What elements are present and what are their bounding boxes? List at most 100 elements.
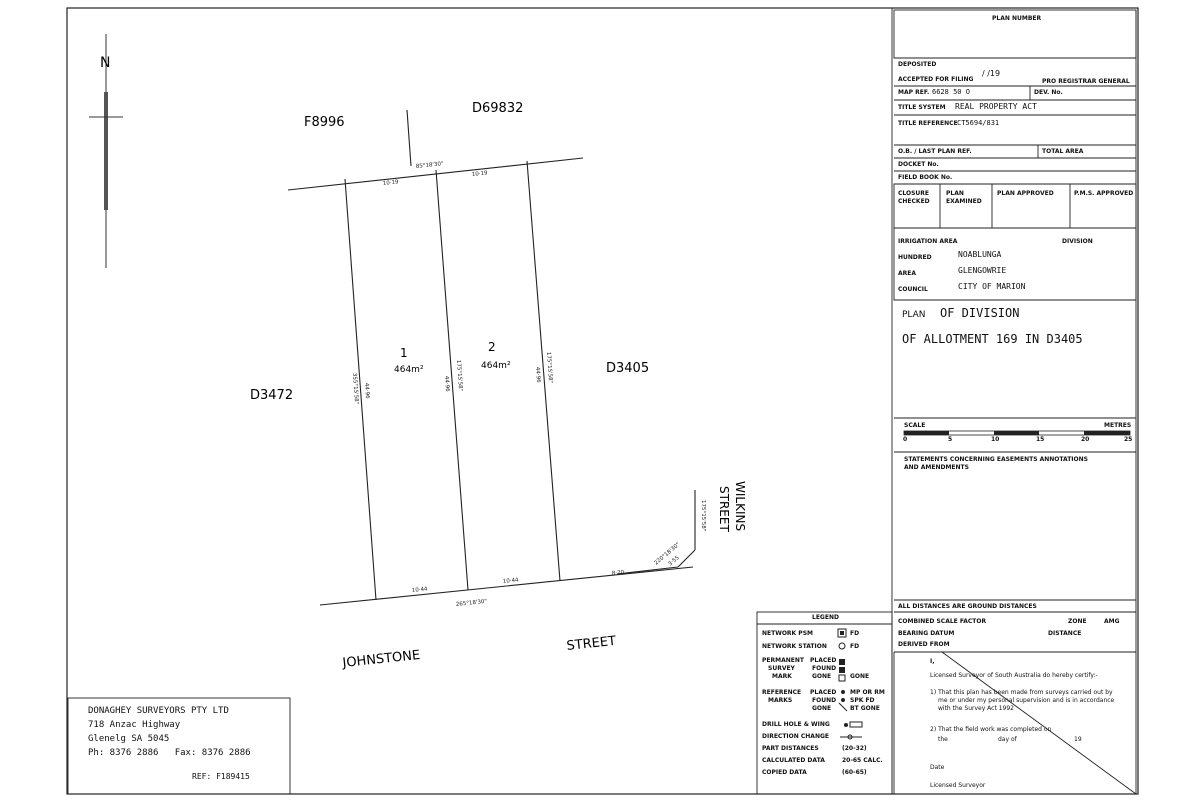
scale-tick-20: 20 — [1081, 436, 1090, 443]
street-wilkins-suffix: STREET — [717, 486, 731, 532]
legend-found: FOUND — [812, 665, 837, 672]
legend-part-distances: PART DISTANCES — [762, 745, 819, 752]
legend-calculated-data-code: 20-65 CALC. — [842, 757, 883, 764]
scale-label: SCALE — [904, 422, 926, 429]
pms-approved-label: P.M.S. APPROVED — [1074, 190, 1134, 197]
distance-label: DISTANCE — [1048, 630, 1082, 637]
scale-tick-10: 10 — [991, 436, 1000, 443]
closure-checked-label-1: CLOSURE — [898, 190, 930, 197]
side-1-length: 44·96 — [363, 383, 370, 400]
lot-1-number: 1 — [400, 346, 408, 360]
legend-ref-found: FOUND — [812, 697, 837, 704]
total-area-label: TOTAL AREA — [1042, 148, 1084, 155]
side-2-bearing: 175°15'58" — [455, 360, 463, 392]
bottom-right-distance: 10·44 — [503, 577, 520, 585]
lot-1-area: 464m² — [394, 365, 424, 375]
north-arrow-icon: N — [89, 34, 123, 268]
zone-label: ZONE — [1068, 618, 1087, 625]
statements-label-2: AND AMENDMENTS — [904, 464, 969, 471]
bearing-datum-label: BEARING DATUM — [898, 630, 955, 637]
irrigation-area-label: IRRIGATION AREA — [898, 238, 958, 245]
legend-permanent-3: MARK — [772, 673, 792, 680]
legend-network-psm-code: FD — [850, 630, 860, 637]
sheet-border — [66, 7, 1139, 795]
bottom-end-distance: 8·70 — [612, 570, 625, 577]
bottom-bearing: 265°18'30" — [456, 599, 488, 608]
lot-2-area: 464m² — [481, 361, 511, 371]
plan-approved-label: PLAN APPROVED — [997, 190, 1054, 197]
legend-ref-found-code: SPK FD — [850, 697, 875, 704]
title-system-value: REAL PROPERTY ACT — [955, 102, 1037, 111]
bottom-left-distance: 10·44 — [412, 586, 429, 594]
surveyor-name: DONAGHEY SURVEYORS PTY LTD — [88, 706, 229, 716]
surveyor-ref: REF: F189415 — [192, 772, 250, 781]
certificate-2b-the: the — [938, 736, 948, 743]
scale-tick-15: 15 — [1036, 436, 1045, 443]
legend-ref-gone-code: BT GONE — [850, 705, 880, 712]
area-label: AREA — [898, 270, 917, 277]
legend-network-station-code: FD — [850, 643, 860, 650]
parcel-d69832: D69832 — [472, 101, 523, 116]
division-label: DIVISION — [1062, 238, 1093, 245]
legend-title: LEGEND — [812, 614, 839, 621]
lot-2-number: 2 — [488, 340, 496, 354]
date-label: Date — [930, 764, 945, 771]
deposited-label: DEPOSITED — [898, 61, 937, 68]
scale-tick-5: 5 — [948, 436, 953, 443]
top-bearing: 85°18'30" — [416, 161, 444, 170]
ground-distances-note: ALL DISTANCES ARE GROUND DISTANCES — [898, 603, 1037, 610]
top-left-distance: 10·19 — [383, 179, 400, 187]
legend-direction-change: DIRECTION CHANGE — [762, 733, 829, 740]
plan-of-division: OF DIVISION — [940, 306, 1020, 320]
legend-network-psm: NETWORK PSM — [762, 630, 813, 637]
title-system-label: TITLE SYSTEM — [898, 104, 946, 111]
title-reference-value: CT5694/831 — [957, 119, 1000, 127]
top-right-distance: 10·19 — [472, 170, 489, 178]
north-label: N — [100, 55, 110, 71]
combined-scale-factor-label: COMBINED SCALE FACTOR — [898, 618, 987, 625]
legend-permanent-1: PERMANENT — [762, 657, 804, 664]
map-ref-label: MAP REF. — [898, 89, 930, 96]
scale-tick-0: 0 — [903, 436, 908, 443]
area-value: GLENGOWRIE — [958, 266, 1007, 275]
title-reference-label: TITLE REFERENCE — [898, 120, 958, 127]
plan-number-label: PLAN NUMBER — [992, 15, 1042, 22]
certificate-1b: me or under my personal supervision and … — [938, 697, 1115, 704]
licensed-surveyor-label: Licensed Surveyor — [930, 782, 986, 789]
parcel-f8996: F8996 — [304, 115, 345, 130]
surveyor-address-2: Glenelg SA 5045 — [88, 734, 170, 744]
street-wilkins: WILKINS — [733, 481, 747, 531]
street-johnstone: JOHNSTONE — [341, 648, 421, 671]
legend-permanent-2: SURVEY — [768, 665, 795, 672]
statements-label-1: STATEMENTS CONCERNING EASEMENTS ANNOTATI… — [904, 456, 1088, 463]
legend-ref-placed: PLACED — [810, 689, 837, 696]
legend-calculated-data: CALCULATED DATA — [762, 757, 825, 764]
legend-copied-data: COPIED DATA — [762, 769, 807, 776]
hundred-label: HUNDRED — [898, 254, 932, 261]
side-2-length: 44·96 — [443, 376, 450, 393]
legend-lines — [756, 611, 893, 795]
legend-ref-placed-code: MP OR RM — [850, 689, 885, 696]
certificate-1a: 1) That this plan has been made from sur… — [930, 689, 1113, 696]
legend-ref-gone: GONE — [812, 705, 832, 712]
filing-date: / /19 — [982, 69, 1001, 78]
legend-network-station: NETWORK STATION — [762, 643, 827, 650]
closure-checked-label-2: CHECKED — [898, 198, 930, 205]
legend-gone-code: GONE — [850, 673, 870, 680]
scale-bar — [903, 430, 1131, 436]
plan-label: PLAN — [902, 310, 926, 320]
parcel-d3472: D3472 — [250, 388, 293, 403]
certificate-licensed: Licensed Surveyor of South Australia do … — [930, 672, 1098, 679]
plan-description: OF ALLOTMENT 169 IN D3405 — [902, 332, 1083, 346]
council-label: COUNCIL — [898, 286, 928, 293]
street-johnstone-suffix: STREET — [566, 634, 617, 654]
metres-label: METRES — [1104, 422, 1132, 429]
certificate-2b-year: 19 — [1074, 736, 1082, 743]
legend-drill-hole: DRILL HOLE & WING — [762, 721, 830, 728]
amg-label: AMG — [1104, 618, 1120, 625]
dev-no-label: DEV. No. — [1034, 89, 1063, 96]
certificate-i: I, — [930, 658, 935, 665]
surveyor-phone: Ph: 8376 2886 Fax: 8376 2886 — [88, 748, 251, 758]
wilkins-bearing: 175°15'58" — [700, 500, 706, 531]
